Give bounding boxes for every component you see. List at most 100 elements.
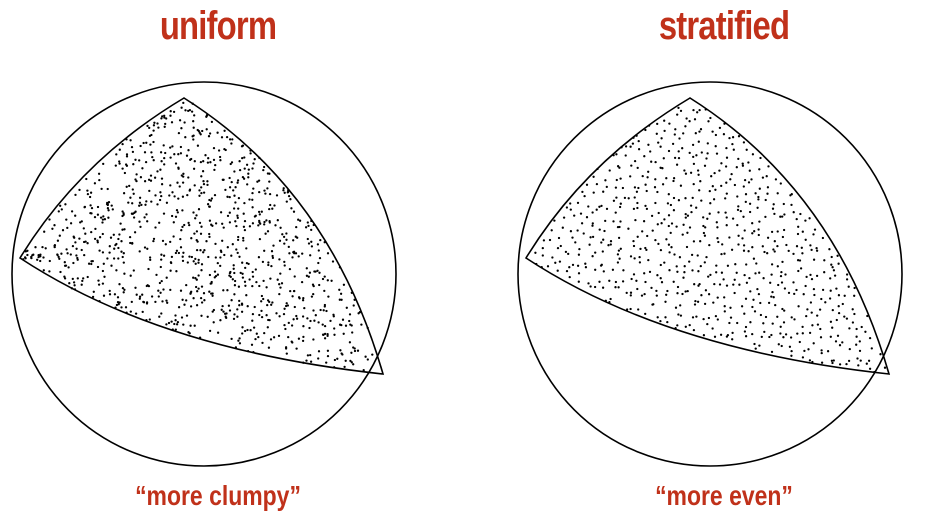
sample-point xyxy=(326,349,330,352)
sample-point xyxy=(132,216,136,219)
sample-point xyxy=(611,268,615,271)
sample-point xyxy=(71,277,74,281)
sample-point xyxy=(138,297,141,300)
sample-point xyxy=(216,331,220,334)
sample-point xyxy=(808,217,811,220)
sample-point xyxy=(797,225,800,228)
sample-point xyxy=(333,333,336,336)
sample-point xyxy=(312,292,315,296)
sample-point xyxy=(311,283,315,286)
sample-point xyxy=(821,236,825,240)
sample-point xyxy=(371,353,374,356)
sample-point xyxy=(275,194,279,197)
sample-point xyxy=(772,296,775,299)
sample-point xyxy=(97,279,100,282)
sample-point xyxy=(672,196,676,200)
sample-point xyxy=(228,138,232,141)
sample-point xyxy=(268,300,271,304)
sample-point xyxy=(243,219,247,223)
sample-point xyxy=(316,269,319,272)
sample-point xyxy=(228,195,231,199)
sample-point xyxy=(219,256,222,259)
sample-point xyxy=(175,323,179,326)
sample-point xyxy=(688,120,691,123)
sample-point xyxy=(231,278,234,281)
sample-point xyxy=(660,222,663,225)
sample-point xyxy=(664,316,667,319)
sample-point xyxy=(326,354,330,358)
sample-point xyxy=(162,144,165,147)
sample-point xyxy=(673,253,676,256)
sample-point xyxy=(659,166,662,169)
sample-point xyxy=(190,157,193,161)
sample-point xyxy=(776,230,779,233)
sample-point xyxy=(576,201,580,205)
sample-point xyxy=(108,293,112,296)
sample-point xyxy=(301,252,304,255)
sample-point xyxy=(106,187,109,191)
sample-point xyxy=(629,255,633,258)
sample-point xyxy=(159,191,162,194)
sample-point xyxy=(201,170,205,173)
sample-point xyxy=(260,300,263,303)
sample-point xyxy=(750,178,753,181)
sample-point xyxy=(306,354,310,357)
sample-point xyxy=(868,367,872,370)
sample-point xyxy=(190,110,194,113)
sample-point xyxy=(763,330,766,334)
sample-point xyxy=(200,175,203,178)
sample-point xyxy=(614,211,617,214)
sample-point xyxy=(873,370,876,374)
sample-point xyxy=(116,300,120,304)
sample-point xyxy=(128,184,131,188)
sample-point xyxy=(241,156,244,160)
sample-points xyxy=(22,101,374,372)
sample-point xyxy=(241,326,244,329)
sample-point xyxy=(111,208,114,211)
sample-point xyxy=(278,292,281,296)
sample-point xyxy=(142,141,145,145)
sample-point xyxy=(98,249,101,252)
sample-point xyxy=(713,171,716,175)
sample-point xyxy=(103,218,107,221)
sample-point xyxy=(772,248,775,251)
sample-point xyxy=(284,304,288,308)
sample-point xyxy=(366,326,369,330)
sample-point xyxy=(87,262,91,265)
sample-point xyxy=(744,200,747,204)
sample-point xyxy=(102,294,106,297)
panel-title-uniform: uniform xyxy=(159,4,277,48)
sample-point xyxy=(820,349,823,352)
sample-point xyxy=(224,188,227,192)
sample-point xyxy=(741,164,745,167)
sample-point xyxy=(580,222,584,225)
sample-point xyxy=(779,182,782,185)
sample-point xyxy=(697,270,700,273)
sample-point xyxy=(640,294,644,297)
sample-point xyxy=(685,245,689,249)
sample-point xyxy=(730,172,733,176)
sample-point xyxy=(696,169,700,172)
sample-point xyxy=(164,243,167,246)
sample-point xyxy=(587,282,590,285)
sample-point xyxy=(251,167,254,170)
sample-point xyxy=(830,255,833,259)
sample-point xyxy=(108,251,111,254)
sample-point xyxy=(643,155,646,158)
sample-point xyxy=(305,267,308,270)
sample-point xyxy=(837,305,840,308)
sample-point xyxy=(182,251,185,254)
sample-point xyxy=(200,301,204,304)
sample-point xyxy=(595,208,598,211)
sample-point xyxy=(748,202,752,205)
sample-point xyxy=(633,159,637,163)
sample-point xyxy=(110,204,113,207)
sample-point xyxy=(591,235,595,239)
sample-point xyxy=(661,167,664,170)
sample-point xyxy=(830,263,833,266)
sample-point xyxy=(636,235,639,238)
sample-point xyxy=(149,258,152,262)
sample-point xyxy=(181,225,184,229)
sample-point xyxy=(271,301,274,304)
sample-point xyxy=(656,223,659,226)
